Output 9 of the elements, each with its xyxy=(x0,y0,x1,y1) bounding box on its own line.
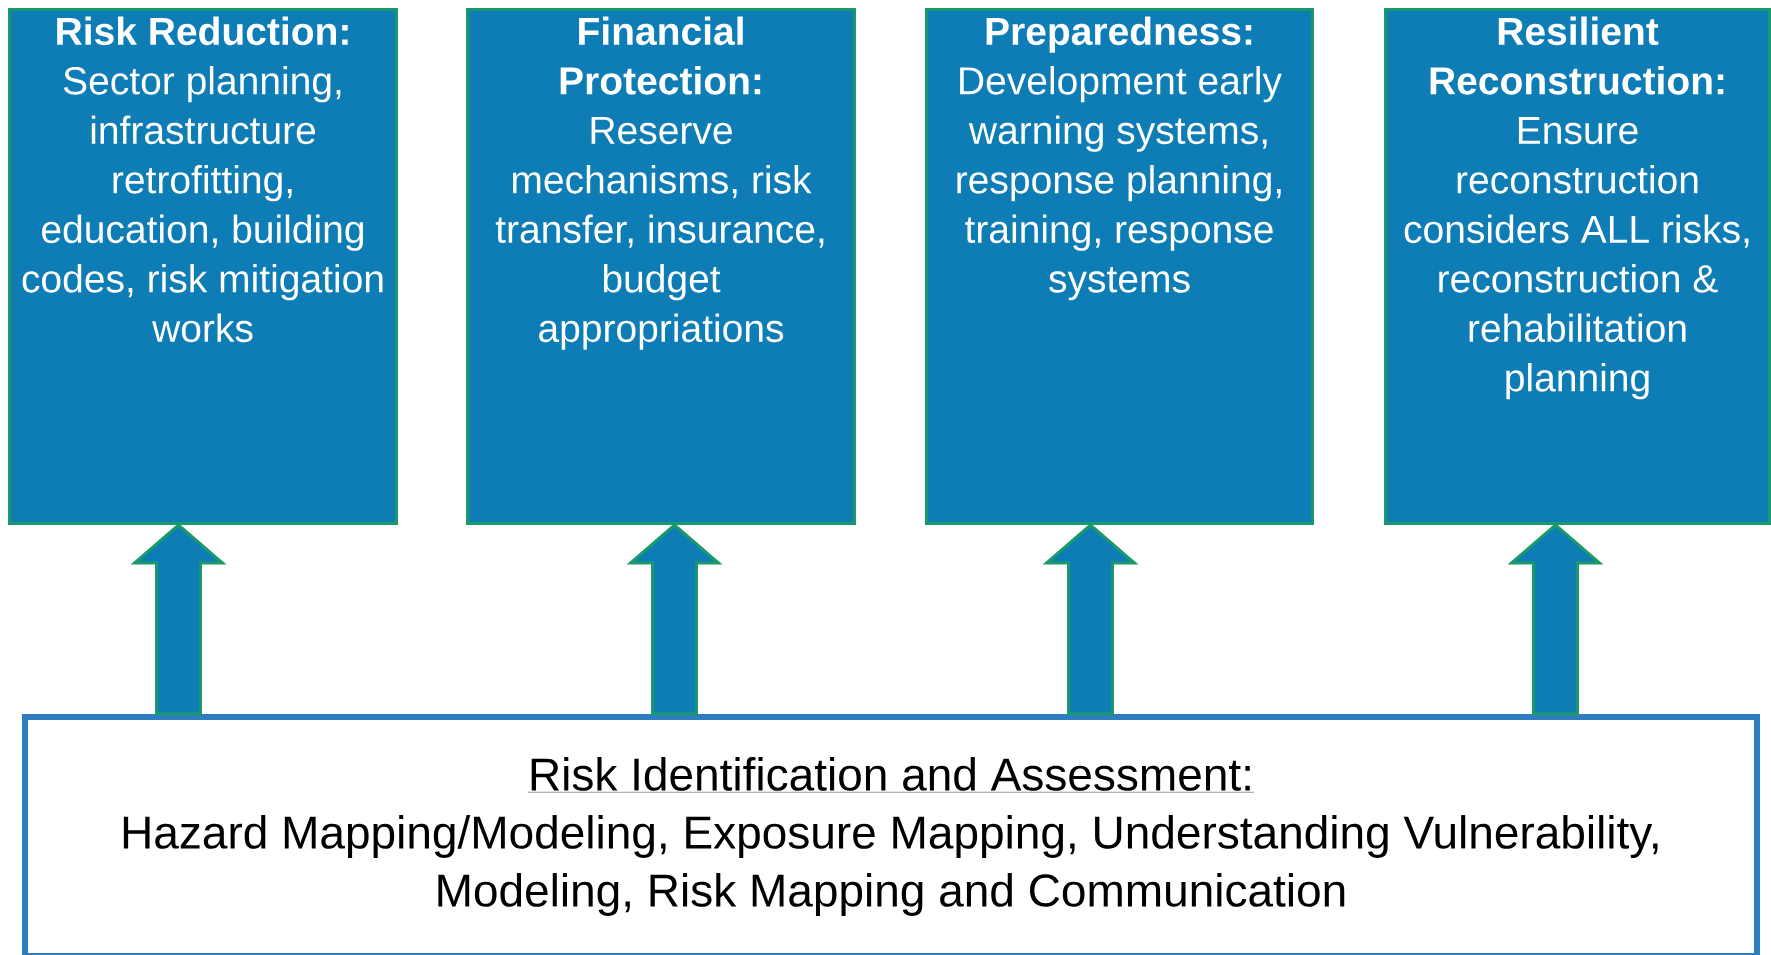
block-arrow xyxy=(1507,523,1604,716)
category-box: Risk Reduction: Sector planning, infrastructure retrofitting, education, building codes, risk mitigation works xyxy=(8,8,398,525)
category-box: Preparedness: Development early warning systems, response planning, training, response systems xyxy=(925,8,1314,525)
block-arrow xyxy=(130,523,227,716)
block-arrow xyxy=(626,523,723,716)
block-arrow xyxy=(1042,523,1139,716)
assessment-box: Risk Identification and Assessment: Hazard Mapping/Modeling, Exposure Mapping, Understanding Vulnerability, Modeling, Risk Mapping and Communication xyxy=(22,714,1760,955)
category-box: Financial Protection: Reserve mechanisms, risk transfer, insurance, budget appropriations xyxy=(466,8,856,525)
category-box: Resilient Reconstruction: Ensure reconstruction considers ALL risks, reconstruction & rehabilitation planning xyxy=(1384,8,1771,525)
